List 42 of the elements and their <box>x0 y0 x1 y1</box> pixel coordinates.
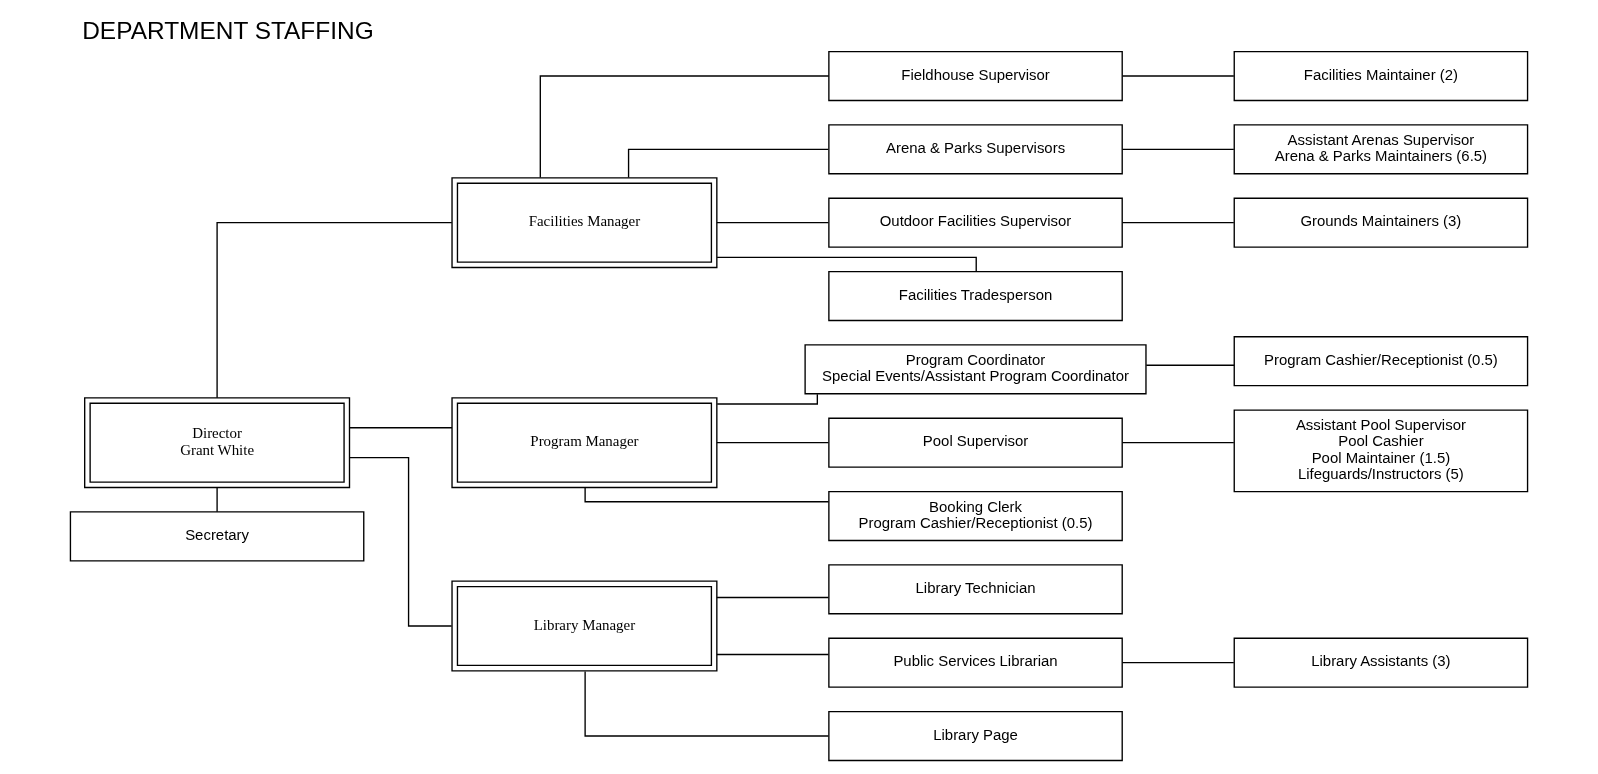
node-box: Library Page <box>828 710 1123 762</box>
connector <box>716 222 830 224</box>
node-box: Facilities Maintainer (2) <box>1233 50 1529 102</box>
node-box: Outdoor Facilities Supervisor <box>828 197 1123 248</box>
connector <box>1121 75 1235 77</box>
connector <box>627 148 830 179</box>
connector <box>1121 148 1235 151</box>
connector <box>348 456 453 627</box>
connector <box>584 487 830 503</box>
node-box: Library Assistants (3) <box>1233 637 1529 688</box>
node-box: Director Grant White <box>84 397 351 489</box>
node-box: Assistant Arenas Supervisor Arena & Parks Maintainers (6.5) <box>1233 124 1529 175</box>
node-box: Pool Supervisor <box>828 417 1123 468</box>
connector <box>1121 442 1235 444</box>
connector <box>216 222 453 399</box>
node-box: Facilities Tradesperson <box>828 270 1123 322</box>
connector <box>349 427 453 429</box>
connector <box>1121 662 1235 664</box>
node-box: Booking Clerk Program Cashier/Receptionist (0.5) <box>828 490 1123 542</box>
node-box: Fieldhouse Supervisor <box>828 50 1123 102</box>
connector <box>584 670 830 737</box>
node-box: Program Coordinator Special Events/Assistant Program Coordinator <box>804 344 1147 395</box>
connector <box>1145 364 1235 366</box>
connector <box>1121 222 1235 224</box>
connector <box>716 596 830 599</box>
connector <box>539 75 830 179</box>
node-box: Arena & Parks Supervisors <box>828 124 1123 175</box>
connector <box>216 487 218 513</box>
node-box: Assistant Pool Supervisor Pool Cashier Pool Maintainer (1.5) Lifeguards/Instructors (5) <box>1233 409 1529 493</box>
connector <box>716 393 818 405</box>
node-box: Secretary <box>69 511 365 562</box>
connector <box>716 442 830 444</box>
node-box: Library Technician <box>828 564 1123 615</box>
connector <box>716 256 977 272</box>
node-box: Grounds Maintainers (3) <box>1233 197 1529 248</box>
node-box: Program Manager <box>451 397 718 489</box>
node-box: Public Services Librarian <box>828 637 1123 688</box>
diagram-title: DEPARTMENT STAFFING <box>82 16 374 44</box>
node-box: Facilities Manager <box>451 177 718 269</box>
connector <box>716 653 830 656</box>
node-box: Program Cashier/Receptionist (0.5) <box>1233 336 1529 387</box>
node-box: Library Manager <box>451 580 718 672</box>
